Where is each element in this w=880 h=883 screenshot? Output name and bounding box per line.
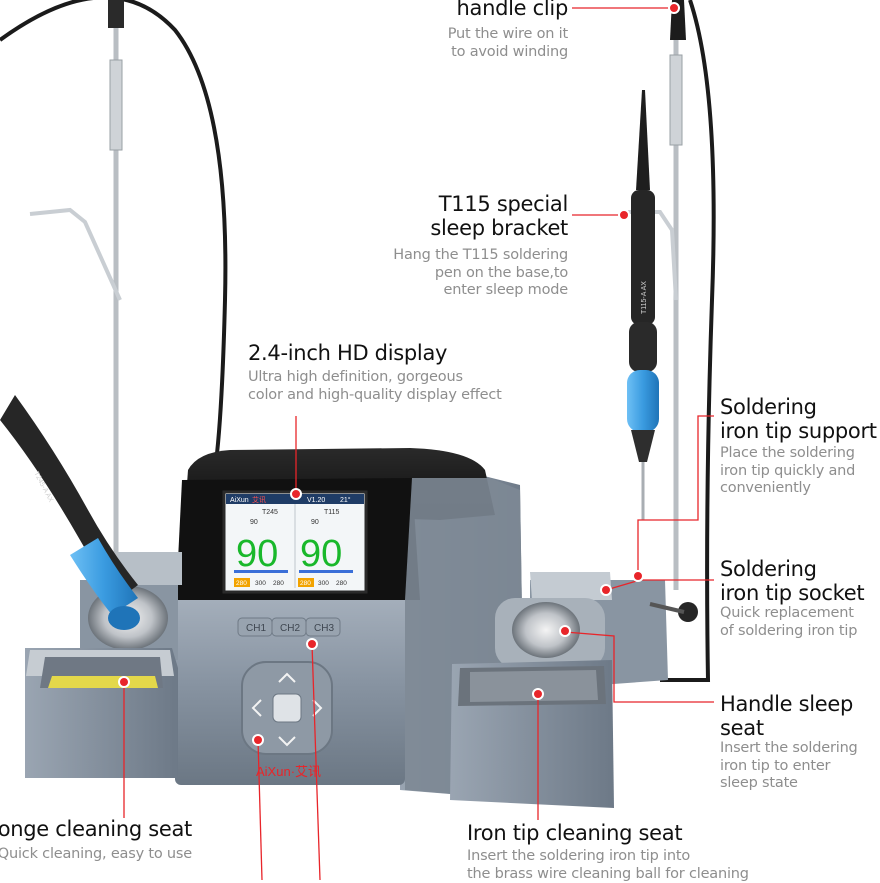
hd-display-desc: Ultra high definition, gorgeous color an… (248, 369, 502, 404)
right-rod-spring (670, 55, 682, 145)
screen-right-preset-3: 280 (336, 580, 347, 587)
tip-support-desc: Place the soldering iron tip quickly and… (720, 445, 855, 498)
screen-left-set: 90 (250, 519, 258, 526)
dpad-center-button[interactable] (273, 694, 301, 722)
hd-display-desc-line: Ultra high definition, gorgeous (248, 369, 502, 387)
cleaning-seat-desc-line: the brass wire cleaning ball for cleanin… (467, 866, 749, 883)
hd-display-title: 2.4-inch HD display (248, 341, 447, 365)
channel-buttons: CH1 CH2 CH3 (238, 618, 340, 636)
left-holder: T245-A AX (0, 395, 182, 660)
screen-right-model: T115 (324, 509, 340, 516)
sleep-seat-title-line: Handle sleep (720, 692, 853, 716)
sleep-bracket-title: T115 special sleep bracket (430, 192, 568, 240)
left-sleep-bracket (30, 210, 120, 300)
sleep-bracket-title-line: sleep bracket (430, 216, 568, 240)
handle-clip-desc-line: to avoid winding (448, 44, 568, 62)
tip-socket-desc: Quick replacement of soldering iron tip (720, 605, 857, 640)
hd-display-desc-line: color and high-quality display effect (248, 387, 502, 405)
sleep-bracket-title-line: T115 special (430, 192, 568, 216)
screen-left-temp: 90 (236, 533, 278, 575)
right-cable (660, 0, 714, 680)
cleaning-seat-desc-line: Insert the soldering iron tip into (467, 848, 749, 866)
tip-socket-title-line: Soldering (720, 557, 864, 581)
handle-clip-title: handle clip (457, 0, 569, 20)
sponge-seat-desc: Quick cleaning, easy to use (0, 846, 192, 864)
cleaning-seat-desc: Insert the soldering iron tip into the b… (467, 848, 749, 883)
ch3-label: CH3 (314, 623, 334, 634)
sleep-seat-desc-line: Insert the soldering (720, 740, 858, 758)
sponge-seat-title: Sponge cleaning seat (0, 817, 192, 841)
tip-support-title-line: iron tip support (720, 419, 877, 443)
screen-left-preset-1: 280 (236, 580, 247, 587)
tip-socket-desc-line: of soldering iron tip (720, 623, 857, 641)
t115-handle-label: T115-A AX (641, 281, 648, 314)
cleaning-box (450, 660, 614, 808)
tip-socket-title: Soldering iron tip socket (720, 557, 864, 605)
sleep-bracket-desc: Hang the T115 soldering pen on the base,… (393, 247, 568, 300)
screen-header-right: 21° (340, 496, 351, 504)
sponge (48, 676, 158, 688)
tip-socket-title-line: iron tip socket (720, 581, 864, 605)
ch1-label: CH1 (246, 623, 266, 634)
screen-right-temp: 90 (300, 533, 342, 575)
tip-support-desc-line: conveniently (720, 480, 855, 498)
tip-support-title: Soldering iron tip support (720, 395, 877, 443)
sleep-seat-desc-line: iron tip to enter (720, 758, 858, 776)
screen-left-preset-2: 300 (255, 580, 266, 587)
screen-right-preset-2: 300 (318, 580, 329, 587)
tip-socket-desc-line: Quick replacement (720, 605, 857, 623)
handle-clip-desc-line: Put the wire on it (448, 26, 568, 44)
sleep-seat-title-line: seat (720, 716, 853, 740)
tip-support-title-line: Soldering (720, 395, 877, 419)
screen-header-left: AiXun (230, 497, 249, 504)
ch2-label: CH2 (280, 623, 300, 634)
screen-right-set: 90 (311, 519, 319, 526)
sleep-bracket-desc-line: pen on the base,to (393, 265, 568, 283)
sponge-box (25, 648, 178, 778)
left-rod-spring (110, 60, 122, 150)
screen-left-preset-3: 280 (273, 580, 284, 587)
t115-handle: T115-A AX (627, 90, 659, 520)
sleep-bracket-desc-line: enter sleep mode (393, 282, 568, 300)
sleep-seat-desc: Insert the soldering iron tip to enter s… (720, 740, 858, 793)
screen-header-left-cn: 艾讯 (252, 496, 266, 504)
cleaning-seat-title: Iron tip cleaning seat (467, 821, 682, 845)
sleep-seat-title: Handle sleep seat (720, 692, 853, 740)
tip-support-desc-line: Place the soldering (720, 445, 855, 463)
screen-header-mid: V1.20 (307, 497, 325, 504)
screen-right-preset-1: 280 (300, 580, 311, 587)
sleep-bracket-desc-line: Hang the T115 soldering (393, 247, 568, 265)
brand-logo: AiXun·艾讯 (256, 764, 321, 779)
handle-clip-desc: Put the wire on it to avoid winding (448, 26, 568, 61)
tip-support-desc-line: iron tip quickly and (720, 463, 855, 481)
lcd-display: AiXun 艾讯 V1.20 21° T245 90 90 280 300 28… (224, 492, 366, 592)
screen-left-model: T245 (262, 509, 278, 516)
sleep-seat-desc-line: sleep state (720, 775, 858, 793)
left-clip (108, 0, 124, 28)
